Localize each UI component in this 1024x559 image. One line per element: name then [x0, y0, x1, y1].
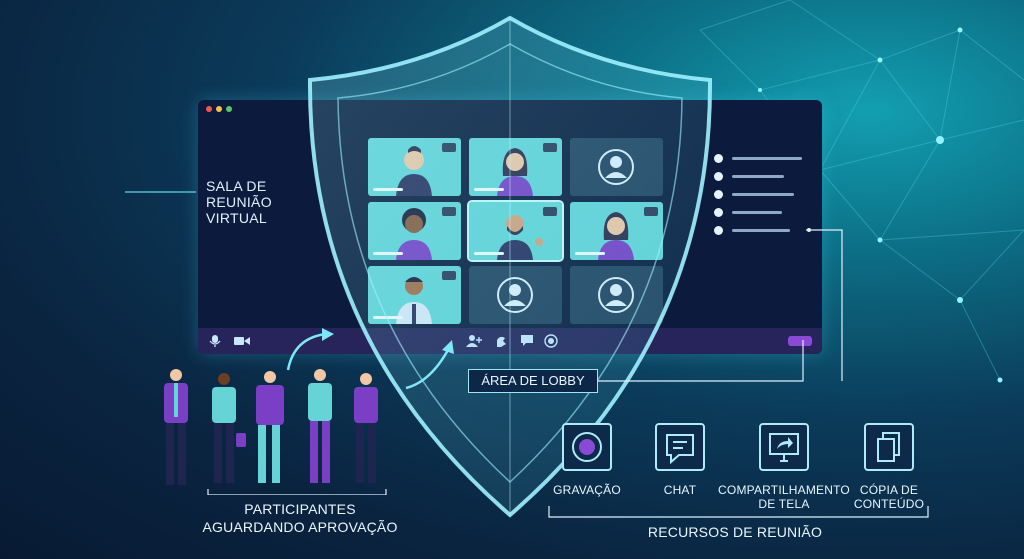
- list-item[interactable]: [714, 154, 814, 163]
- list-item[interactable]: [714, 226, 814, 235]
- label-line: COMPARTILHAMENTO: [718, 483, 850, 497]
- virtual-room-title: SALA DE REUNIÃO VIRTUAL: [206, 178, 316, 226]
- features-connector: [806, 228, 843, 381]
- list-item[interactable]: [714, 208, 814, 217]
- list-item[interactable]: [714, 172, 814, 181]
- lobby-connector: [598, 340, 804, 382]
- user-icon: [714, 208, 723, 217]
- user-icon: [714, 226, 723, 235]
- participant-figure: [256, 371, 284, 483]
- participant-figure: [164, 369, 188, 485]
- chat-feature-box[interactable]: [655, 423, 705, 471]
- participant-figure: [354, 373, 378, 483]
- screen-share-feature-box[interactable]: [759, 423, 809, 471]
- feature-label: GRAVAÇÃO: [553, 483, 621, 497]
- feature-label: COMPARTILHAMENTO DE TELA: [714, 483, 854, 511]
- copy-content-feature-box[interactable]: [864, 423, 914, 471]
- copy-content-icon: [877, 432, 900, 462]
- feature-label: CHAT: [663, 483, 697, 497]
- participants-caption: PARTICIPANTES AGUARDANDO APROVAÇÃO: [180, 500, 420, 536]
- waiting-participants-illustration: [164, 369, 387, 495]
- participant-figure: [212, 373, 246, 483]
- user-icon: [714, 154, 723, 163]
- title-line: SALA DE: [206, 178, 267, 194]
- end-call-button[interactable]: [788, 336, 812, 346]
- participant-figure: [308, 369, 332, 483]
- record-icon: [572, 432, 602, 462]
- caption-line: PARTICIPANTES: [244, 501, 356, 517]
- microphone-icon[interactable]: [208, 334, 222, 348]
- label-line: CÓPIA DE: [859, 483, 919, 497]
- chat-icon: [666, 434, 694, 465]
- window-close-dot[interactable]: [206, 106, 212, 112]
- title-line: REUNIÃO: [206, 194, 272, 210]
- participants-list: [714, 154, 814, 246]
- user-icon: [714, 190, 723, 199]
- security-shield: [307, 15, 713, 518]
- title-line: VIRTUAL: [206, 210, 267, 226]
- features-bracket: [548, 506, 929, 518]
- user-icon: [714, 172, 723, 181]
- window-minimize-dot[interactable]: [216, 106, 222, 112]
- window-maximize-dot[interactable]: [226, 106, 232, 112]
- lobby-area-label: ÁREA DE LOBBY: [468, 369, 598, 393]
- label-line: DE TELA: [758, 497, 810, 511]
- label-line: CONTEÚDO: [853, 497, 925, 511]
- list-item[interactable]: [714, 190, 814, 199]
- screen-share-icon: [769, 433, 799, 462]
- caption-line: AGUARDANDO APROVAÇÃO: [202, 519, 398, 535]
- approval-arrows: [286, 328, 454, 390]
- features-caption: RECURSOS DE REUNIÃO: [647, 524, 823, 540]
- recording-feature-box[interactable]: [562, 423, 612, 471]
- video-camera-icon[interactable]: [234, 336, 250, 346]
- feature-label: CÓPIA DE CONTEÚDO: [846, 483, 932, 511]
